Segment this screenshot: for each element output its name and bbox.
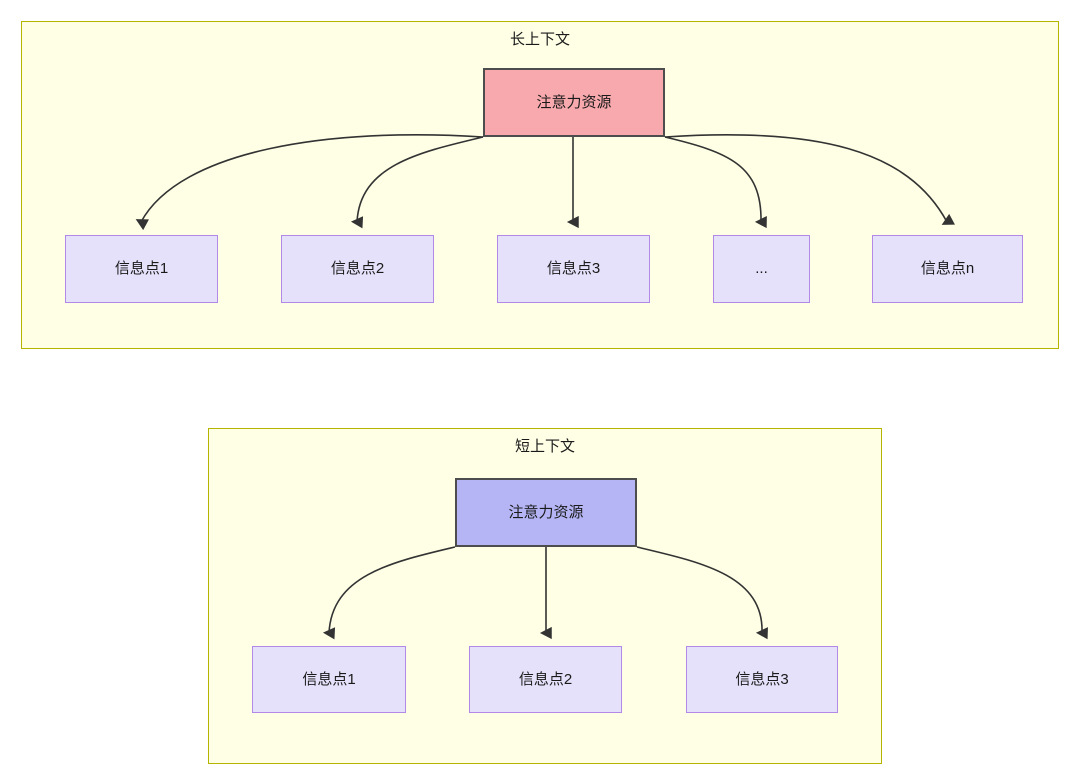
node-info-point-ellipsis-long[interactable]: ...: [713, 235, 810, 303]
node-label: 信息点n: [920, 260, 975, 277]
node-info-point-n-long[interactable]: 信息点n: [872, 235, 1023, 303]
node-attention-resource-long[interactable]: 注意力资源: [483, 68, 665, 137]
node-label: 信息点3: [546, 260, 601, 277]
node-label: 注意力资源: [536, 93, 612, 111]
group-short-context-title: 短上下文: [514, 438, 575, 455]
node-label: 信息点3: [735, 670, 789, 688]
node-label: 信息点1: [302, 670, 356, 688]
node-info-point-1-short[interactable]: 信息点1: [252, 646, 406, 713]
group-long-context-title: 长上下文: [509, 31, 570, 48]
node-info-point-3-long[interactable]: 信息点3: [497, 235, 650, 303]
node-attention-resource-short[interactable]: 注意力资源: [455, 478, 637, 547]
node-label: 注意力资源: [508, 503, 584, 521]
node-label: ...: [755, 260, 768, 277]
node-info-point-2-short[interactable]: 信息点2: [469, 646, 622, 713]
node-info-point-1-long[interactable]: 信息点1: [65, 235, 218, 303]
node-label: 信息点2: [518, 670, 573, 688]
node-info-point-3-short[interactable]: 信息点3: [686, 646, 838, 713]
node-label: 信息点2: [330, 260, 385, 277]
node-info-point-2-long[interactable]: 信息点2: [281, 235, 434, 303]
node-label: 信息点1: [114, 260, 169, 277]
